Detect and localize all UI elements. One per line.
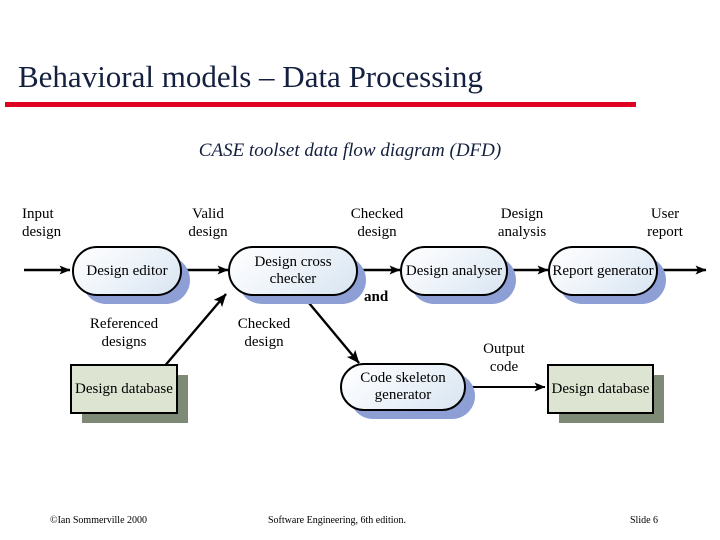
footer-book-title: Software Engineering, 6th edition. [268,515,407,526]
flow-label-referenced-designs: Referenced designs [89,316,159,350]
process-report-generator-label: Report generator [552,262,654,279]
process-design-analyser[interactable]: Design analyser [400,246,508,296]
process-design-analyser-label: Design analyser [405,262,503,279]
slide-subtitle: CASE toolset data flow diagram (DFD) [198,140,502,161]
process-report-generator[interactable]: Report generator [548,246,658,296]
flow-label-checked-design-bottom: Checked design [237,316,291,350]
store-design-database-left[interactable]: Design database [70,364,178,414]
arrow-referenced-designs [162,293,227,369]
footer-slide-number: Slide 6 [630,515,659,526]
process-design-cross-checker[interactable]: Design cross checker [228,246,358,296]
footer-copyright: ©Ian Sommerville 2000 [50,515,148,526]
process-code-skeleton-generator[interactable]: Code skeleton generator [340,363,466,411]
page-title: Behavioral models – Data Processing [18,59,483,94]
title-underline-rule [5,102,636,107]
process-design-cross-checker-label: Design cross checker [254,254,332,287]
flow-label-and-connector: and [364,289,389,305]
flow-label-checked-design-top: Checked design [350,206,404,240]
arrow-checked-design-bottom [303,296,360,364]
flow-label-valid-design: Valid design [188,206,228,240]
flow-label-user-report: User report [647,206,683,240]
process-design-editor-label: Design editor [86,262,168,279]
process-design-editor[interactable]: Design editor [72,246,182,296]
store-design-database-right[interactable]: Design database [547,364,654,414]
process-code-skeleton-generator-label: Code skeleton generator [360,370,446,403]
store-design-database-right-label: Design database [551,380,650,397]
flow-label-input-design: Input design [22,206,62,240]
store-design-database-left-label: Design database [75,380,173,397]
flow-label-design-analysis: Design analysis [497,206,547,240]
flow-label-output-code: Output code [483,341,525,375]
